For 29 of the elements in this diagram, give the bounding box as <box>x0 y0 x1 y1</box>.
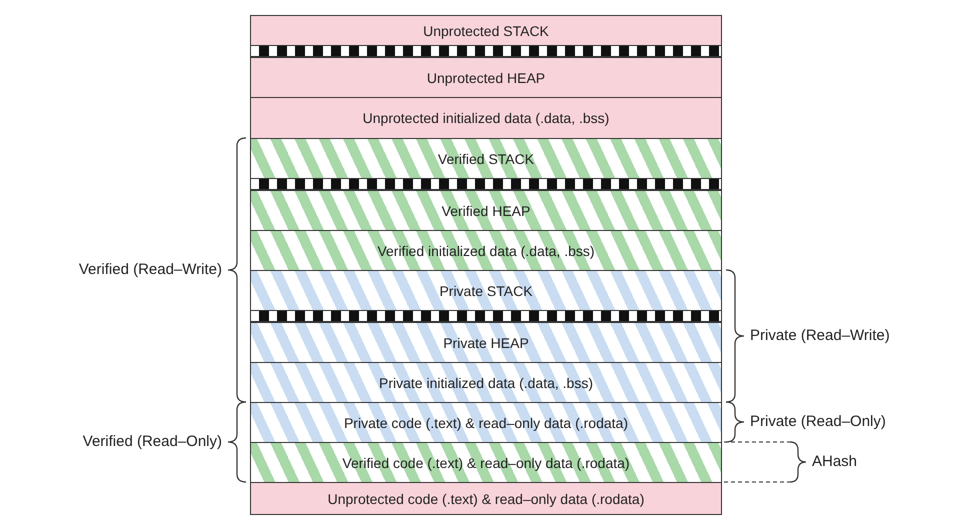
memory-region-band <box>250 402 722 443</box>
region-label: Verified HEAP <box>442 202 530 218</box>
region-label: Unprotected HEAP <box>426 70 546 86</box>
region-label: Private STACK <box>439 282 533 298</box>
region-label: Verified code (.text) & read–only data (.rodata) <box>342 454 630 470</box>
bracket-label: Verified (Read–Write) <box>78 261 222 278</box>
region-label: Private code (.text) & read–only data (.rodata) <box>344 414 628 430</box>
region-label: Verified initialized data (.data, .bss) <box>377 242 595 258</box>
memory-region-band <box>250 322 722 363</box>
memory-region-band <box>250 270 722 311</box>
memory-region-band <box>250 15 722 46</box>
memory-region-band <box>250 97 722 139</box>
memory-region-band <box>250 362 722 403</box>
memory-region-band <box>250 190 722 231</box>
memory-region-band <box>250 230 722 271</box>
memory-region-band <box>250 482 722 515</box>
region-label: Unprotected code (.text) & read–only data (.rodata) <box>328 490 644 506</box>
region-label: Unprotected initialized data (.data, .bss) <box>362 110 610 126</box>
region-label: Private HEAP <box>443 334 529 350</box>
memory-region-band <box>250 138 722 179</box>
region-label: Verified STACK <box>438 150 534 166</box>
bracket-label: Private (Read–Write) <box>750 327 890 344</box>
region-label: Unprotected STACK <box>423 22 549 38</box>
region-label: Private initialized data (.data, .bss) <box>379 374 593 390</box>
bracket-label: AHash <box>812 453 858 470</box>
bracket-label: Verified (Read–Only) <box>82 433 222 450</box>
memory-region-band <box>250 57 722 98</box>
bracket-label: Private (Read–Only) <box>750 413 886 430</box>
memory-region-band <box>250 442 722 483</box>
